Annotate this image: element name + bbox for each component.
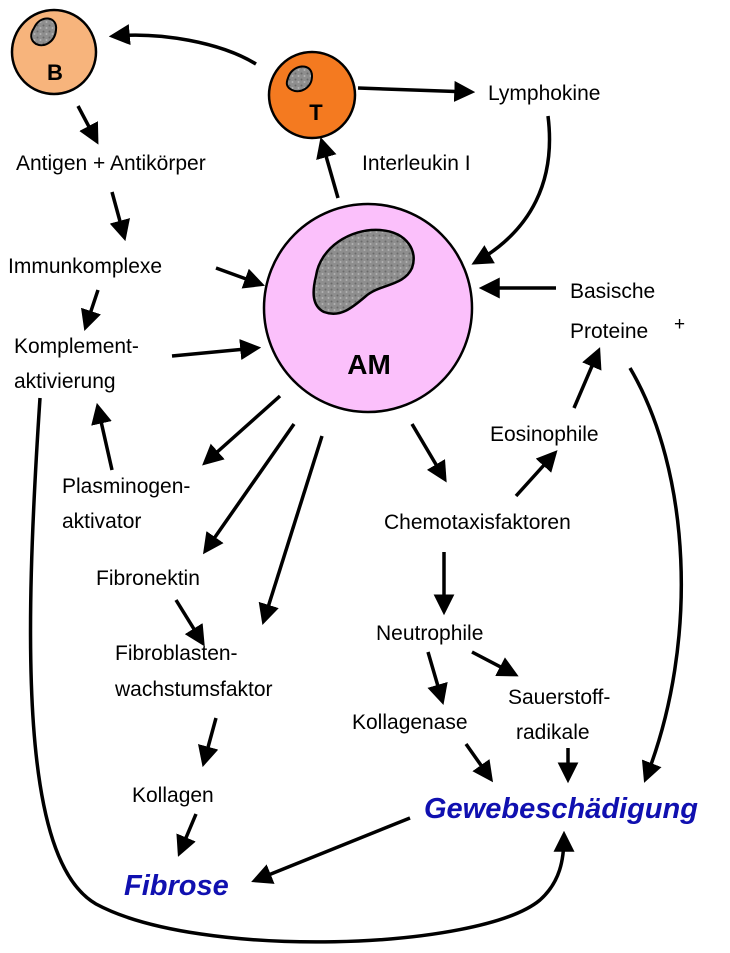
outcome-gewebeschaedigung: Gewebeschädigung bbox=[424, 793, 698, 825]
label-basische-line1: Basische bbox=[570, 280, 655, 303]
b-cell: B bbox=[12, 10, 96, 94]
arrow-eosinophile-to-basische bbox=[574, 352, 598, 408]
arrow-immunkomplexe-to-am bbox=[216, 268, 260, 284]
arrow-fibronektin-to-fibroblasten bbox=[176, 600, 202, 642]
arrow-lymphokine-to-am bbox=[476, 116, 550, 262]
arrow-kollagenase-to-gewebe bbox=[466, 744, 490, 778]
macrophage-label: AM bbox=[347, 349, 391, 380]
arrow-am-to-fibroblasten bbox=[264, 436, 322, 620]
arrow-b-to-antigen bbox=[78, 106, 96, 140]
arrow-fibroblasten-to-kollagen bbox=[204, 718, 216, 762]
arrow-komplement-to-am bbox=[172, 348, 256, 356]
b-cell-label: B bbox=[47, 60, 63, 85]
arrow-t-to-b bbox=[114, 35, 256, 64]
arrow-immunkomplexe-to-komplement bbox=[86, 290, 98, 326]
label-kollagenase: Kollagenase bbox=[352, 711, 468, 734]
t-cell-body bbox=[269, 52, 355, 138]
label-komplement-line1: Komplement- bbox=[14, 335, 139, 358]
arrow-am-to-t bbox=[322, 142, 338, 198]
label-plasminogen-line1: Plasminogen- bbox=[62, 475, 190, 498]
label-sauerstoff-line2: radikale bbox=[516, 721, 590, 744]
label-plasminogen-line2: aktivator bbox=[62, 510, 141, 533]
arrow-neutrophile-to-kollagenase bbox=[428, 652, 442, 700]
label-interleukin: Interleukin I bbox=[362, 152, 471, 175]
label-fibroblasten-line2: wachstumsfaktor bbox=[114, 678, 273, 701]
arrow-am-to-fibronektin bbox=[206, 424, 294, 550]
arrow-gewebe-to-fibrose bbox=[256, 818, 410, 880]
arrow-neutrophile-to-sauerstoff bbox=[472, 652, 514, 674]
outcome-fibrose: Fibrose bbox=[124, 870, 229, 902]
label-eosinophile: Eosinophile bbox=[490, 423, 599, 446]
arrow-plasminogen-to-komplement bbox=[98, 408, 112, 470]
label-fibroblasten-line1: Fibroblasten- bbox=[115, 642, 238, 665]
label-fibronektin: Fibronektin bbox=[96, 567, 200, 590]
arrow-antigen-to-immunkomplexe bbox=[112, 192, 124, 236]
label-komplement-line2: aktivierung bbox=[14, 370, 116, 393]
arrow-basische-to-gewebe bbox=[630, 368, 681, 778]
label-kollagen: Kollagen bbox=[132, 784, 214, 807]
label-lymphokine: Lymphokine bbox=[488, 82, 600, 105]
label-basische-line2: Proteine bbox=[570, 320, 648, 343]
arrow-kollagen-to-fibrose bbox=[180, 814, 196, 852]
arrow-am-to-plasminogen bbox=[206, 396, 280, 462]
label-immunkomplexe: Immunkomplexe bbox=[8, 255, 162, 278]
label-neutrophile: Neutrophile bbox=[376, 622, 483, 645]
t-cell: T bbox=[269, 52, 355, 138]
arrow-chemotaxis-to-eosinophile bbox=[516, 454, 554, 496]
alveolar-macrophage: AM bbox=[264, 204, 472, 412]
label-antigen-antikoerper: Antigen + Antikörper bbox=[16, 152, 206, 175]
label-sauerstoff-line1: Sauerstoff- bbox=[508, 686, 610, 709]
arrow-am-to-chemotaxis bbox=[412, 424, 444, 478]
arrow-t-to-lymphokine bbox=[358, 88, 470, 92]
label-plus-sign: + bbox=[674, 314, 685, 335]
label-chemotaxis: Chemotaxisfaktoren bbox=[384, 511, 571, 534]
t-cell-label: T bbox=[309, 100, 323, 125]
